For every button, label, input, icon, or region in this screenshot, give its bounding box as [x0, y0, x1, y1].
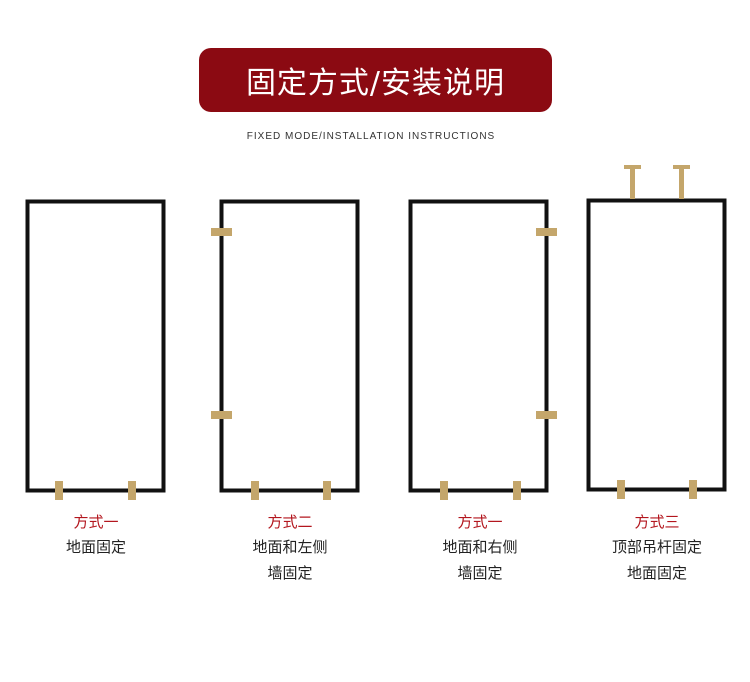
- diagram-floor-fixed: [25, 199, 166, 500]
- method-label: 方式三: [634, 513, 680, 531]
- floor-bracket: [55, 481, 63, 500]
- method-description-line2: 墙固定: [267, 564, 313, 582]
- method-description-line2: 地面固定: [626, 564, 687, 582]
- floor-bracket: [689, 480, 697, 499]
- diagram-ceiling-rod-floor: [586, 165, 727, 499]
- method-description: 顶部吊杆固定: [611, 538, 702, 556]
- floor-bracket: [128, 481, 136, 500]
- floor-bracket: [440, 481, 448, 500]
- page-subtitle: FIXED MODE/INSTALLATION INSTRUCTIONS: [246, 131, 496, 142]
- frame: [586, 198, 727, 492]
- floor-bracket: [513, 481, 521, 500]
- floor-bracket: [323, 481, 331, 500]
- method-description-line2: 墙固定: [457, 564, 503, 582]
- hanging-rod: [630, 165, 635, 199]
- method-description: 地面和左侧: [252, 538, 328, 556]
- frame: [219, 199, 360, 493]
- frame: [25, 199, 166, 493]
- diagram-floor-right-wall: [408, 199, 557, 500]
- frame: [408, 199, 549, 493]
- page-title: 固定方式/安装说明: [245, 66, 506, 101]
- method-description: 地面固定: [65, 538, 126, 556]
- title-banner: 固定方式/安装说明: [199, 48, 552, 112]
- method-label: 方式二: [267, 513, 313, 531]
- diagram-floor-left-wall: [211, 199, 360, 500]
- wall-bracket: [536, 228, 557, 236]
- method-label: 方式一: [73, 513, 119, 531]
- wall-bracket: [536, 411, 557, 419]
- hanging-rod: [679, 165, 684, 199]
- method-description: 地面和右侧: [442, 538, 518, 556]
- floor-bracket: [251, 481, 259, 500]
- floor-bracket: [617, 480, 625, 499]
- wall-bracket: [211, 411, 232, 419]
- method-label: 方式一: [457, 513, 503, 531]
- wall-bracket: [211, 228, 232, 236]
